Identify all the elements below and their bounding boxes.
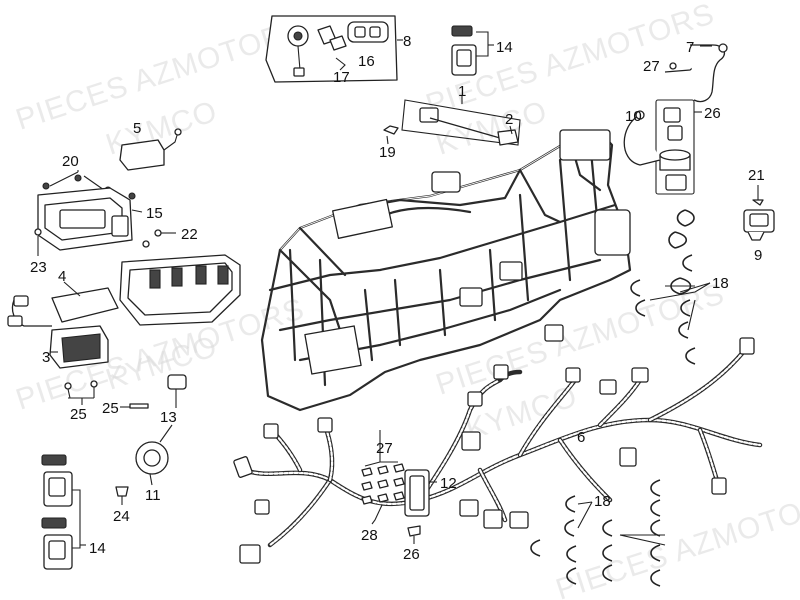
left-side-parts xyxy=(7,128,241,570)
callout-28: 28 xyxy=(361,527,378,544)
callout-21: 21 xyxy=(748,167,765,184)
callout-6: 6 xyxy=(577,429,585,446)
callout-19: 19 xyxy=(379,144,396,161)
callout-2: 2 xyxy=(505,111,513,128)
callout-9: 9 xyxy=(754,247,762,264)
callout-23: 23 xyxy=(30,259,47,276)
callout-20: 20 xyxy=(62,153,79,170)
sensor-assembly xyxy=(401,96,521,146)
hose-clips-bottom xyxy=(530,479,666,587)
callout-14-top: 14 xyxy=(496,39,513,56)
callout-25-right: 25 xyxy=(102,400,119,417)
callout-27-top: 27 xyxy=(643,58,660,75)
key-switch-inset xyxy=(265,15,403,83)
fuse-box-parts xyxy=(361,430,437,544)
relay-top xyxy=(451,25,494,76)
callout-15: 15 xyxy=(146,205,163,222)
right-side-parts xyxy=(630,185,775,365)
callout-17: 17 xyxy=(333,69,350,86)
callout-12: 12 xyxy=(440,475,457,492)
watermark-line-9: PIECES AZMOTORS xyxy=(552,482,800,600)
chassis-frame xyxy=(260,129,632,412)
callout-1: 1 xyxy=(458,83,466,100)
callout-27-bottom: 27 xyxy=(376,440,393,457)
callout-26-bottom: 26 xyxy=(403,546,420,563)
fuse-array xyxy=(361,463,405,505)
callout-8: 8 xyxy=(403,33,411,50)
callout-25-left: 25 xyxy=(70,406,87,423)
callout-22: 22 xyxy=(181,226,198,243)
small-parts-top xyxy=(383,43,728,195)
callout-3: 3 xyxy=(42,349,50,366)
callout-10: 10 xyxy=(625,108,642,125)
callout-26-top: 26 xyxy=(704,105,721,122)
hose-clips-right xyxy=(630,209,711,365)
callout-16: 16 xyxy=(358,53,375,70)
main-wiring-harness xyxy=(233,337,763,564)
callout-18-right: 18 xyxy=(712,275,729,292)
callout-11: 11 xyxy=(145,487,161,504)
callout-numbers: 1 2 3 4 5 6 7 8 9 10 11 12 13 14 14 15 1… xyxy=(30,33,765,563)
callout-24: 24 xyxy=(113,508,130,525)
callout-7: 7 xyxy=(686,39,694,56)
callout-4: 4 xyxy=(58,268,66,285)
callout-5: 5 xyxy=(133,120,141,137)
callout-13: 13 xyxy=(160,409,177,426)
callout-14-bottom: 14 xyxy=(89,540,106,557)
callout-18-bottom: 18 xyxy=(594,493,611,510)
